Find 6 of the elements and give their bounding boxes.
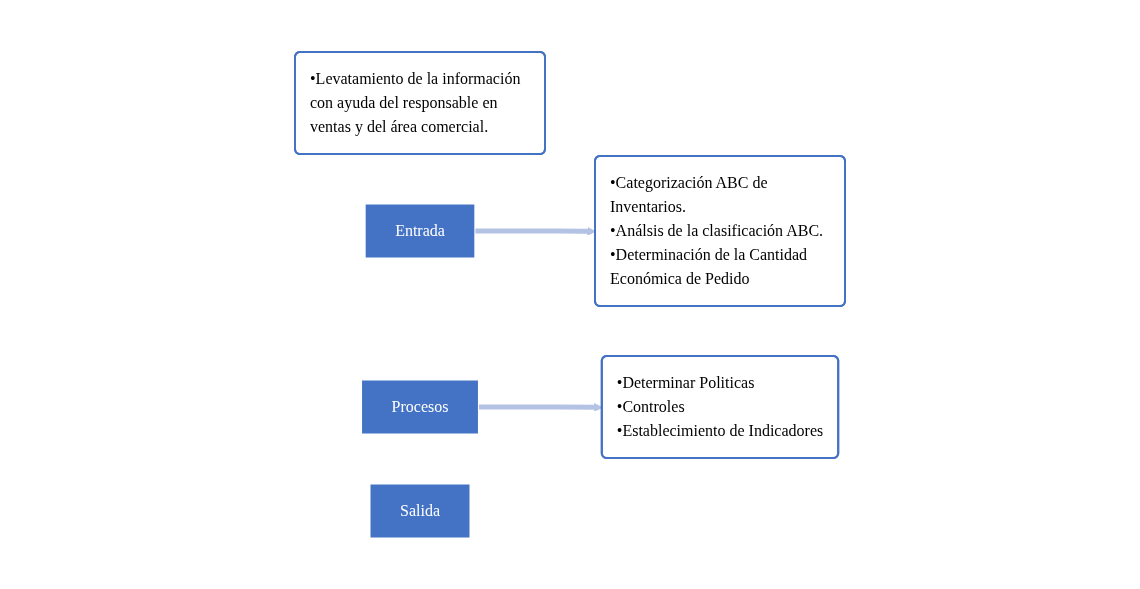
node-box: Procesos xyxy=(361,379,479,434)
node-text: •Categorización ABC de Inventarios. •Análsis de la clasificación ABC. •Determinación de la Cantidad Económica de Pedido xyxy=(610,173,824,287)
node-box: Entrada xyxy=(364,203,476,258)
node-text: •Levatamiento de la información con ayuda del responsable en ventas y del área comercial. xyxy=(310,69,521,135)
node-box: Salida xyxy=(369,483,471,538)
arrow xyxy=(474,226,596,236)
